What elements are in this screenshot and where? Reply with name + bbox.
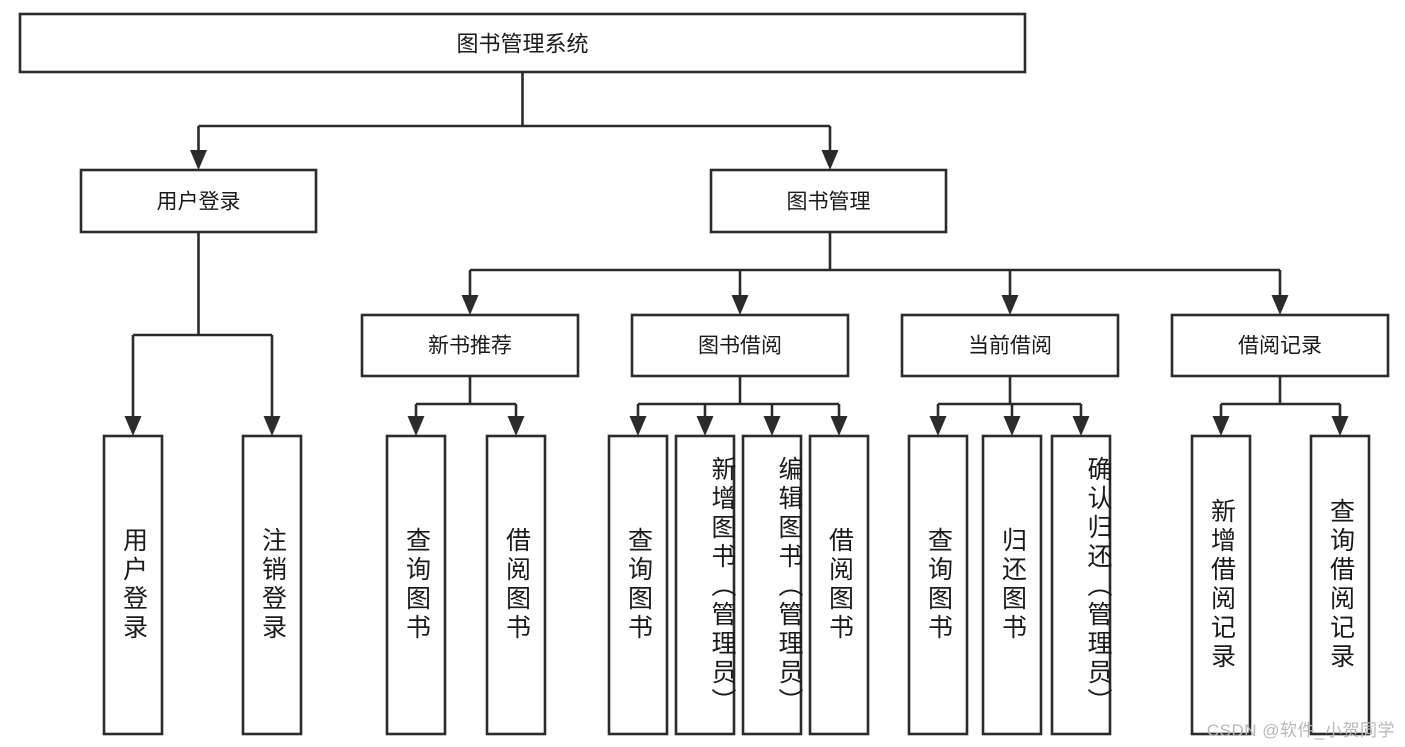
nodes-group: 图书管理系统 用户登录 图书管理 新书推荐 图书借阅 当前借阅 借阅记录 xyxy=(18,12,1390,378)
leaf-boxes-group xyxy=(102,434,1371,736)
arrow-head-leaf-query-book-borrow xyxy=(629,416,647,436)
node-current-borrow-label: 当前借阅 xyxy=(968,335,1052,358)
leaf-box-query-book-borrow[interactable] xyxy=(607,434,669,736)
leaf-box-user-login[interactable] xyxy=(102,434,164,736)
leaf-box-add-borrow-record[interactable] xyxy=(1190,434,1252,736)
arrow-head-leaf-confirm-return-admin xyxy=(1072,416,1090,436)
arrow-head-leaf-query-borrow-record xyxy=(1331,416,1349,436)
arrow-head-current-borrow xyxy=(1001,295,1019,315)
arrow-head-leaf-query-book-current xyxy=(929,416,947,436)
arrow-head-leaf-query-book-recommend xyxy=(407,416,425,436)
arrow-head-book-management xyxy=(821,150,839,170)
connectors-group xyxy=(124,72,1349,436)
node-book-borrow[interactable] xyxy=(630,313,850,378)
arrow-head-borrow-records xyxy=(1271,295,1289,315)
node-user-login[interactable] xyxy=(79,168,318,234)
node-current-borrow[interactable] xyxy=(900,313,1120,378)
node-borrow-records-label: 借阅记录 xyxy=(1238,335,1322,358)
node-root-label: 图书管理系统 xyxy=(456,32,588,57)
arrow-head-leaf-return-book xyxy=(1003,416,1021,436)
leaf-box-edit-book-admin[interactable] xyxy=(741,434,803,736)
node-user-login-label: 用户登录 xyxy=(157,191,241,214)
arrow-head-leaf-logout xyxy=(263,416,281,436)
arrow-head-user-login xyxy=(190,150,207,170)
leaf-box-query-book-recommend[interactable] xyxy=(385,434,447,736)
watermark-text: CSDN @软件_小贺同学 xyxy=(1206,721,1395,740)
arrow-head-book-borrow xyxy=(731,295,749,315)
node-borrow-records[interactable] xyxy=(1170,313,1390,378)
leaf-box-return-book[interactable] xyxy=(981,434,1043,736)
arrow-head-new-book-recommend xyxy=(461,295,479,315)
leaf-box-logout[interactable] xyxy=(241,434,303,736)
node-new-book-recommend[interactable] xyxy=(360,313,580,378)
arrow-head-leaf-add-book-admin xyxy=(696,416,714,436)
arrow-head-leaf-add-borrow-record xyxy=(1212,416,1230,436)
leaf-box-query-book-current[interactable] xyxy=(907,434,969,736)
arrow-head-leaf-user-login xyxy=(124,416,142,436)
node-book-management[interactable] xyxy=(709,168,948,234)
leaf-box-add-book-admin[interactable] xyxy=(674,434,736,736)
leaf-box-borrow-book-recommend[interactable] xyxy=(485,434,547,736)
arrow-head-leaf-borrow-book-recommend xyxy=(507,416,525,436)
arrow-head-leaf-edit-book-admin xyxy=(763,416,781,436)
leaf-box-confirm-return-admin[interactable] xyxy=(1050,434,1112,736)
node-book-borrow-label: 图书借阅 xyxy=(698,335,782,358)
leaf-box-query-borrow-record[interactable] xyxy=(1309,434,1371,736)
node-book-management-label: 图书管理 xyxy=(787,191,871,214)
arrow-head-leaf-borrow-book xyxy=(830,416,848,436)
leaf-box-borrow-book[interactable] xyxy=(808,434,870,736)
node-new-book-recommend-label: 新书推荐 xyxy=(428,335,512,358)
node-root[interactable] xyxy=(18,12,1027,74)
